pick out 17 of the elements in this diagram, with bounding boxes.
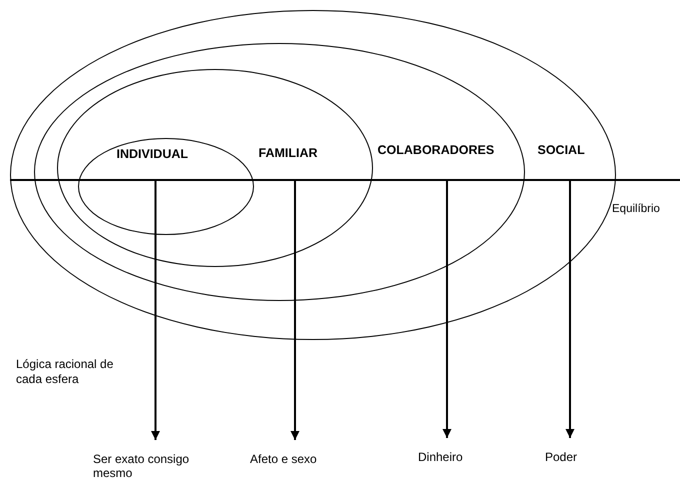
sphere-ellipse [78, 138, 254, 235]
sphere-label: COLABORADORES [378, 144, 494, 156]
logic-label: Poder [545, 450, 578, 464]
arrow [566, 180, 574, 438]
note-text: Lógica racional de cada esfera [16, 357, 114, 387]
arrow [290, 181, 300, 440]
sphere-label: INDIVIDUAL [116, 148, 188, 160]
arrow [442, 181, 452, 438]
sphere-label: SOCIAL [538, 144, 585, 156]
logic-label: Ser exato consigo mesmo [93, 452, 190, 480]
arrow [151, 180, 160, 440]
sphere-ellipse [57, 69, 373, 267]
logic-label: Afeto e sexo [250, 452, 318, 466]
sphere-label: FAMILIAR [258, 146, 318, 159]
sphere-ellipse [34, 43, 525, 301]
logic-label: Dinheiro [418, 450, 464, 464]
note-text: Equilíbrio [612, 202, 661, 217]
